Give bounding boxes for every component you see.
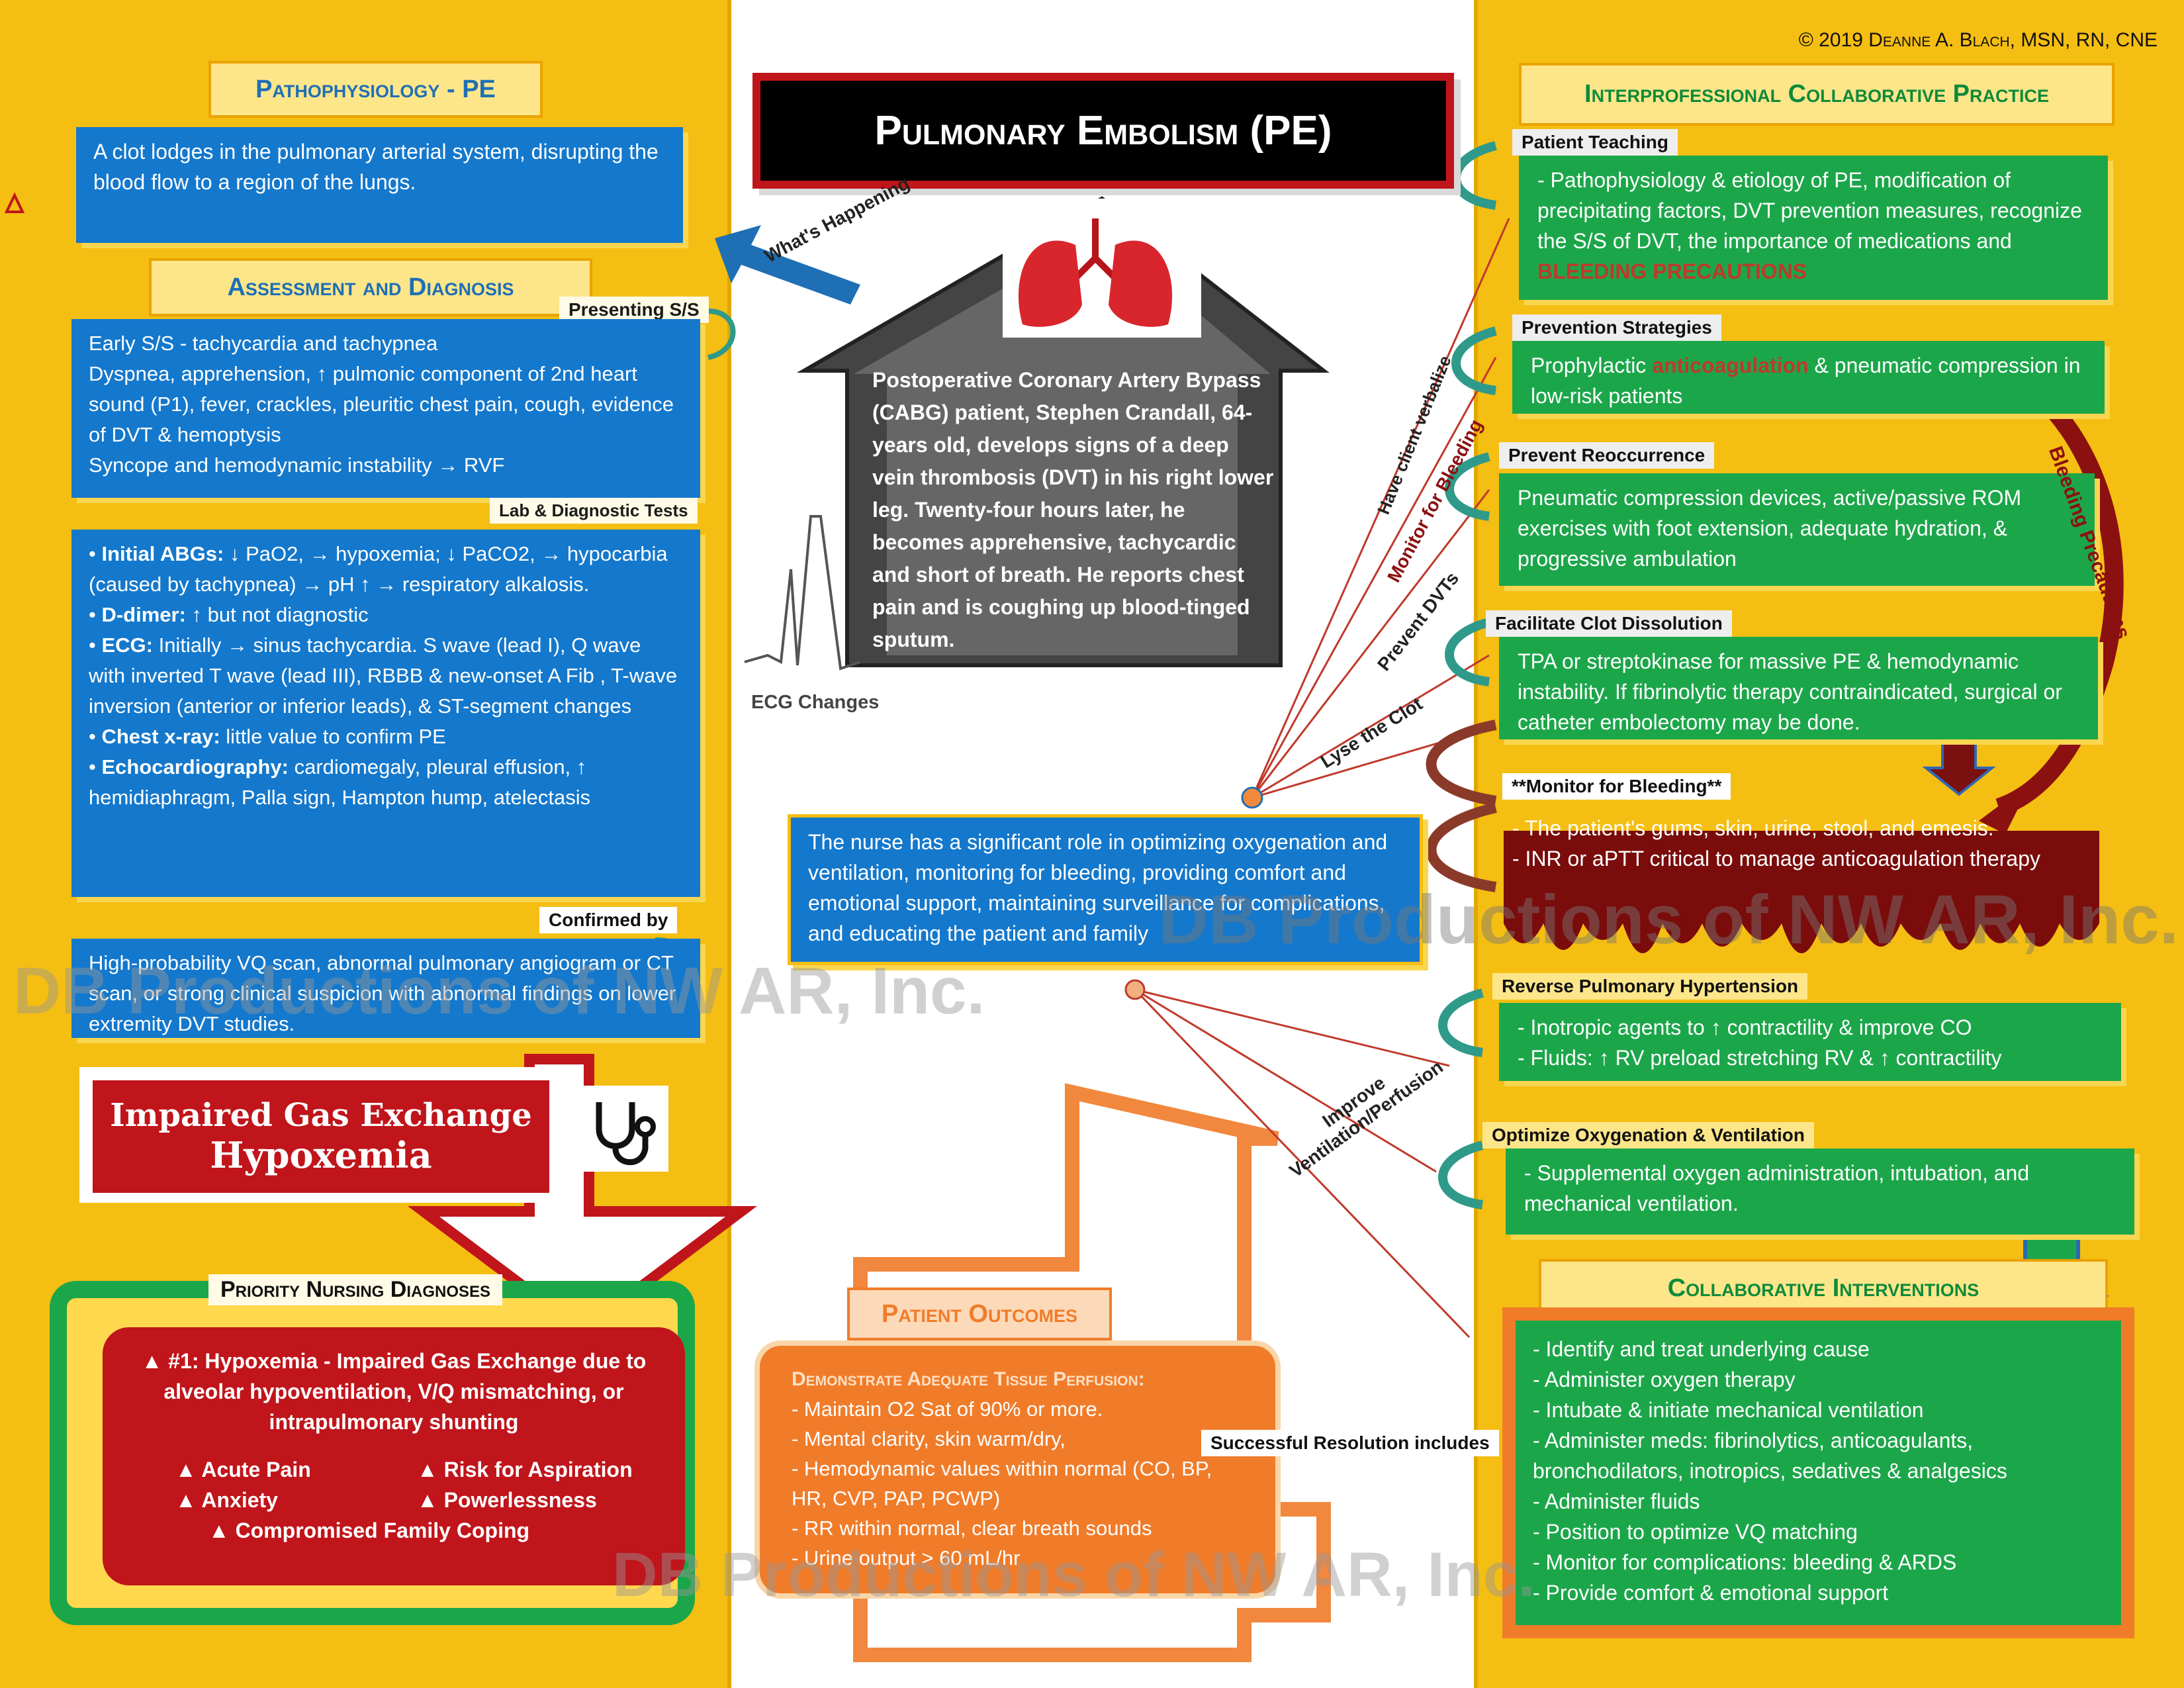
priority-item: ▲ Acute Pain — [175, 1458, 311, 1481]
outcome-item: - Mental clarity, skin warm/dry, — [792, 1427, 1066, 1450]
collab-item: - Administer meds: fibrinolytics, antico… — [1533, 1429, 2007, 1483]
assessment-box: Early S/S - tachycardia and tachypnea Dy… — [71, 319, 700, 498]
prevention-box: Prophylactic anticoagulation & pneumatic… — [1512, 341, 2105, 414]
marker-triangle — [4, 192, 25, 213]
loop-arrows — [1438, 141, 1497, 1209]
priority-header: Priority Nursing Diagnoses — [208, 1274, 503, 1305]
priority-main: ▲ #1: Hypoxemia - Impaired Gas Exchange … — [141, 1349, 647, 1434]
lab-item: • D-dimer: ↑ but not diagnostic — [89, 603, 369, 626]
assessment-item: Early S/S - tachycardia and tachypnea — [89, 332, 438, 355]
presenting-tag: Presenting S/S — [559, 297, 709, 323]
scenario-text: Postoperative Coronary Artery Bypass (CA… — [872, 368, 1274, 651]
lab-item: • ECG: Initially → sinus tachycardia. S … — [89, 633, 678, 718]
collab-item: - Administer fluids — [1533, 1489, 1700, 1513]
ecg-trace — [744, 515, 861, 671]
dissolution-box: TPA or streptokinase for massive PE & he… — [1499, 637, 2098, 739]
priority-box: ▲ #1: Hypoxemia - Impaired Gas Exchange … — [103, 1327, 685, 1585]
focal-point-1 — [1241, 786, 1263, 809]
pulm-htn-box: - Inotropic agents to ↑ contractility & … — [1499, 1003, 2121, 1081]
lab-item: • Echocardiography: cardiomegaly, pleura… — [89, 755, 591, 809]
bleeding-item: - INR or aPTT critical to manage anticoa… — [1512, 847, 2041, 870]
confirmed-tag: Confirmed by — [539, 907, 678, 933]
oxygenation-box: - Supplemental oxygen administration, in… — [1506, 1149, 2134, 1235]
lab-item: • Initial ABGs: ↓ PaO2, → hypoxemia; ↓ P… — [89, 542, 668, 596]
collab-item: - Provide comfort & emotional support — [1533, 1581, 1889, 1605]
priority-item: ▲ Anxiety — [175, 1488, 278, 1512]
loop-arrows-brown — [1426, 720, 1497, 892]
teaching-box: - Pathophysiology & etiology of PE, modi… — [1519, 156, 2108, 300]
prevention-tag: Prevention Strategies — [1512, 314, 1721, 341]
lab-item: • Chest x-ray: little value to confirm P… — [89, 725, 446, 748]
priority-others: ▲ Acute Pain ▲ Risk for Aspiration ▲ Anx… — [129, 1454, 659, 1546]
collab-box: - Identify and treat underlying cause - … — [1502, 1307, 2134, 1638]
assessment-header: Assessment and Diagnosis — [149, 258, 592, 316]
labs-tag: Lab & Diagnostic Tests — [490, 498, 698, 524]
dissolution-tag: Facilitate Clot Dissolution — [1486, 610, 1732, 637]
copyright: © 2019 Deanne A. Blach, MSN, RN, CNE — [1798, 29, 2158, 51]
priority-item: ▲ Powerlessness — [417, 1488, 597, 1512]
bleeding-tag: **Monitor for Bleeding** — [1502, 773, 1731, 800]
reoccurrence-box: Pneumatic compression devices, active/pa… — [1499, 473, 2095, 586]
bleeding-item: - The patient's gums, skin, urine, stool… — [1512, 816, 1994, 840]
ecg-label: ECG Changes — [751, 692, 880, 713]
oxygenation-tag: Optimize Oxygenation & Ventilation — [1482, 1122, 1814, 1149]
nurse-role-box: The nurse has a significant role in opti… — [788, 814, 1423, 965]
outcome-item: - Hemodynamic values within normal (CO, … — [792, 1457, 1212, 1510]
collab-item: - Monitor for complications: bleeding & … — [1533, 1550, 1957, 1574]
resolution-tag: Successful Resolution includes — [1201, 1430, 1499, 1456]
page-title: Pulmonary Embolism (PE) — [752, 73, 1454, 189]
outcome-item: - RR within normal, clear breath sounds — [792, 1517, 1152, 1540]
outcomes-box: Demonstrate Adequate Tissue Perfusion: -… — [754, 1340, 1281, 1599]
outcomes-subheader: Demonstrate Adequate Tissue Perfusion: — [792, 1368, 1145, 1390]
priority-item: ▲ Risk for Aspiration — [417, 1458, 633, 1481]
whats-happening-arrow — [715, 225, 860, 305]
outcomes-header: Patient Outcomes — [847, 1288, 1112, 1340]
collab-item: - Administer oxygen therapy — [1533, 1368, 1796, 1391]
pathophysiology-header: Pathophysiology - PE — [208, 61, 543, 118]
connector-lines — [1134, 218, 1510, 1338]
impaired-line1: Impaired Gas Exchange — [110, 1097, 532, 1134]
pathophysiology-text: A clot lodges in the pulmonary arterial … — [76, 127, 683, 243]
impaired-box: Impaired Gas Exchange Hypoxemia — [93, 1080, 549, 1193]
labs-box: • Initial ABGs: ↓ PaO2, → hypoxemia; ↓ P… — [71, 530, 700, 897]
outcome-item: - Maintain O2 Sat of 90% or more. — [792, 1397, 1103, 1421]
priority-item: ▲ Compromised Family Coping — [208, 1519, 530, 1542]
down-arrow-red — [408, 1054, 757, 1337]
pulm-htn-item: - Fluids: ↑ RV preload stretching RV & ↑… — [1518, 1046, 2002, 1070]
assessment-item: Syncope and hemodynamic instability → RV… — [89, 453, 505, 477]
interprof-header: Interprofessional Collaborative Practice — [1519, 63, 2115, 126]
collab-item: - Intubate & initiate mechanical ventila… — [1533, 1398, 1924, 1422]
focal-point-2 — [1124, 979, 1146, 1000]
teaching-tag: Patient Teaching — [1512, 129, 1678, 156]
impaired-line2: Hypoxemia — [210, 1134, 432, 1176]
pulm-htn-item: - Inotropic agents to ↑ contractility & … — [1518, 1015, 1972, 1039]
reoccurrence-tag: Prevent Reoccurrence — [1499, 442, 1715, 469]
pulm-htn-tag: Reverse Pulmonary Hypertension — [1492, 973, 1808, 1000]
collab-item: - Position to optimize VQ matching — [1533, 1520, 1858, 1544]
outcome-item: - Urine output > 60 mL/hr — [792, 1546, 1021, 1570]
lungs-icon — [1003, 199, 1201, 338]
collab-item: - Identify and treat underlying cause — [1533, 1337, 1870, 1361]
assessment-item: Dyspnea, apprehension, ↑ pulmonic compon… — [89, 362, 674, 446]
stethoscope-icon — [576, 1086, 668, 1172]
confirmed-box: High-probability VQ scan, abnormal pulmo… — [71, 939, 700, 1038]
bleeding-box: - The patient's gums, skin, urine, stool… — [1512, 813, 2095, 874]
blood-band — [1504, 831, 2099, 923]
